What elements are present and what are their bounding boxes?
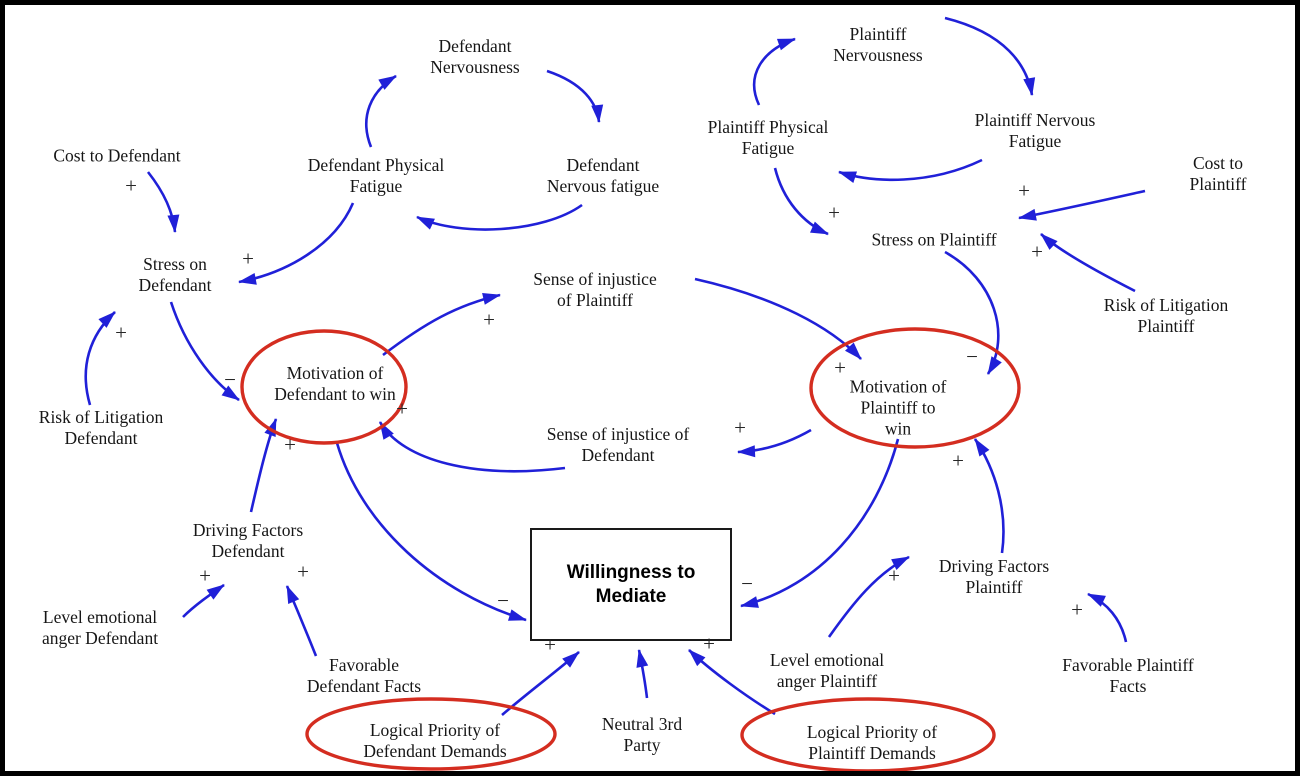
- polarity-sign-plus: +: [834, 355, 846, 380]
- polarity-sign-plus: +: [125, 173, 137, 198]
- node-risk-of-litigation-defendant: Risk of Litigation Defendant: [38, 407, 164, 448]
- arrow-risk-pl-to-stress: [1040, 233, 1136, 293]
- polarity-sign-plus: +: [828, 200, 840, 225]
- arrow-driving-pl-to-motivation: [973, 438, 1005, 554]
- node-level-emotional-anger-plaintiff: Level emotional anger Plaintiff: [769, 650, 885, 691]
- polarity-sign-plus: +: [1031, 239, 1043, 264]
- arrow-driving-def-to-motivation: [249, 418, 278, 513]
- diagram-arrows-layer: [84, 16, 1146, 771]
- polarity-sign-plus: +: [284, 432, 296, 457]
- arrow-motivation-pl-to-willingness: [740, 438, 900, 608]
- node-cost-to-plaintiff: Cost to Plaintiff: [1189, 153, 1247, 194]
- node-favorable-plaintiff-facts: Favorable Plaintiff Facts: [1062, 655, 1194, 696]
- arrow-neutral-party-to-willingness: [636, 649, 649, 699]
- polarity-sign-minus: −: [224, 367, 236, 392]
- node-defendant-physical-fatigue: Defendant Physical Fatigue: [307, 155, 445, 196]
- node-risk-of-litigation-plaintiff: Risk of Litigation Plaintiff: [1103, 295, 1229, 336]
- arrow-cost-pl-to-stress: [1018, 189, 1146, 221]
- polarity-sign-plus: +: [396, 396, 408, 421]
- arrow-risk-def-to-stress: [84, 311, 116, 406]
- node-neutral-3rd-party: Neutral 3rd Party: [601, 714, 683, 755]
- polarity-sign-plus: +: [734, 415, 746, 440]
- arrow-pl-nervfat-to-physfat: [838, 158, 983, 183]
- arrow-def-nervousness-to-nervfat: [546, 69, 604, 123]
- node-favorable-defendant-facts: Favorable Defendant Facts: [306, 655, 422, 696]
- polarity-sign-minus: −: [497, 588, 509, 613]
- arrow-injustice-pl-to-motivation-pl: [694, 277, 862, 360]
- arrow-def-nervfat-to-physfat: [416, 203, 583, 231]
- node-plaintiff-nervousness: Plaintiff Nervousness: [833, 24, 923, 65]
- highlight-ellipse-motivation-defendant: [240, 329, 408, 445]
- polarity-sign-plus: +: [297, 559, 309, 584]
- willingness-to-mediate-box: Willingness to Mediate: [530, 528, 732, 641]
- node-sense-of-injustice-of-defendant: Sense of injustice of Defendant: [546, 424, 690, 465]
- node-stress-on-defendant: Stress on Defendant: [138, 254, 212, 295]
- polarity-sign-plus: +: [483, 307, 495, 332]
- polarity-sign-plus: +: [1071, 597, 1083, 622]
- polarity-sign-plus: +: [888, 563, 900, 588]
- node-motivation-of-defendant-to-win: Motivation of Defendant to win: [274, 363, 396, 404]
- node-plaintiff-nervous-fatigue: Plaintiff Nervous Fatigue: [974, 110, 1096, 151]
- arrow-pl-physfat-to-stress: [773, 167, 829, 236]
- arrow-pl-physfat-to-nervousness: [752, 37, 796, 106]
- polarity-sign-plus: +: [952, 448, 964, 473]
- arrow-anger-def-to-driving: [182, 583, 225, 618]
- arrow-injustice-def-to-motivation-def: [378, 421, 566, 473]
- node-logical-priority-of-defendant-demands: Logical Priority of Defendant Demands: [363, 720, 507, 761]
- arrow-facts-def-to-driving: [285, 585, 318, 657]
- arrow-pl-nervousness-to-nervfat: [944, 16, 1036, 96]
- polarity-sign-plus: +: [242, 246, 254, 271]
- arrow-stress-pl-to-motivation: [944, 250, 1002, 375]
- node-plaintiff-physical-fatigue: Plaintiff Physical Fatigue: [707, 117, 829, 158]
- arrow-anger-pl-to-driving: [827, 555, 910, 638]
- node-stress-on-plaintiff: Stress on Plaintiff: [871, 229, 997, 250]
- arrow-priority-def-to-willingness: [501, 651, 580, 716]
- polarity-sign-minus: −: [741, 571, 753, 596]
- polarity-sign-plus: +: [544, 632, 556, 657]
- node-logical-priority-of-plaintiff-demands: Logical Priority of Plaintiff Demands: [806, 722, 938, 763]
- arrow-cost-def-to-stress: [146, 171, 180, 233]
- highlight-ellipse-logical-priority-defendant: [305, 697, 557, 771]
- arrow-stress-def-to-motivation: [169, 301, 240, 402]
- arrow-facts-pl-to-driving: [1087, 592, 1128, 643]
- node-level-emotional-anger-defendant: Level emotional anger Defendant: [41, 607, 159, 648]
- polarity-sign-plus: +: [115, 320, 127, 345]
- node-defendant-nervousness: Defendant Nervousness: [430, 36, 520, 77]
- polarity-sign-plus: +: [703, 631, 715, 656]
- arrow-def-physfat-to-stress: [238, 202, 355, 285]
- arrow-def-physfat-to-nervousness: [365, 74, 397, 148]
- highlight-ellipse-logical-priority-plaintiff: [740, 697, 996, 771]
- arrow-motivation-def-to-willingness: [335, 442, 527, 622]
- polarity-sign-plus: +: [1018, 178, 1030, 203]
- polarity-sign-minus: −: [966, 344, 978, 369]
- node-cost-to-defendant: Cost to Defendant: [53, 145, 181, 166]
- willingness-to-mediate-label: Willingness to Mediate: [566, 561, 696, 607]
- highlight-ellipse-motivation-plaintiff: [809, 327, 1021, 449]
- arrow-priority-pl-to-willingness: [688, 649, 776, 716]
- node-driving-factors-plaintiff: Driving Factors Plaintiff: [938, 556, 1050, 597]
- polarity-sign-plus: +: [199, 563, 211, 588]
- node-motivation-of-plaintiff-to-win: Motivation of Plaintiff to win: [849, 376, 947, 439]
- node-defendant-nervous-fatigue: Defendant Nervous fatigue: [546, 155, 660, 196]
- node-driving-factors-defendant: Driving Factors Defendant: [192, 520, 304, 561]
- arrow-motivation-pl-to-injustice-def: [737, 428, 812, 458]
- node-sense-of-injustice-of-plaintiff: Sense of injustice of Plaintiff: [533, 269, 657, 310]
- arrow-motivation-def-to-injustice-pl: [382, 293, 501, 357]
